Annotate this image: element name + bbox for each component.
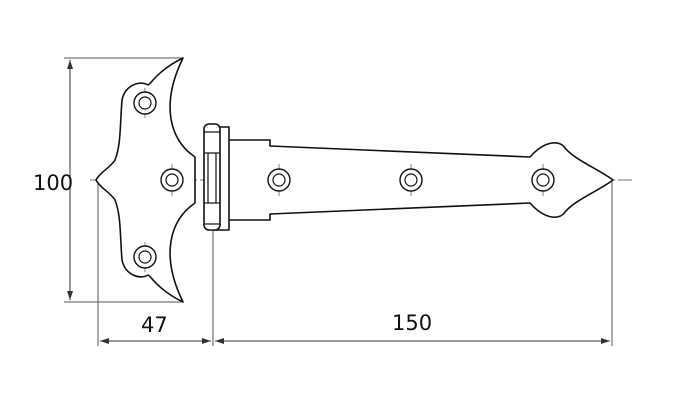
screw-hole-strap-3: [531, 168, 555, 192]
right-width-dimension-label: 150: [392, 311, 432, 335]
hinge-barrel: [203, 123, 221, 231]
screw-hole-center-left: [160, 168, 184, 192]
screw-hole-strap-1: [267, 168, 291, 192]
height-dimension-label: 100: [33, 171, 73, 195]
left-leaf: [95, 57, 196, 303]
screw-hole-bottom-left: [133, 245, 157, 269]
screw-hole-strap-2: [399, 168, 423, 192]
left-width-dimension-label: 47: [141, 313, 168, 337]
screw-hole-top-left: [133, 91, 157, 115]
